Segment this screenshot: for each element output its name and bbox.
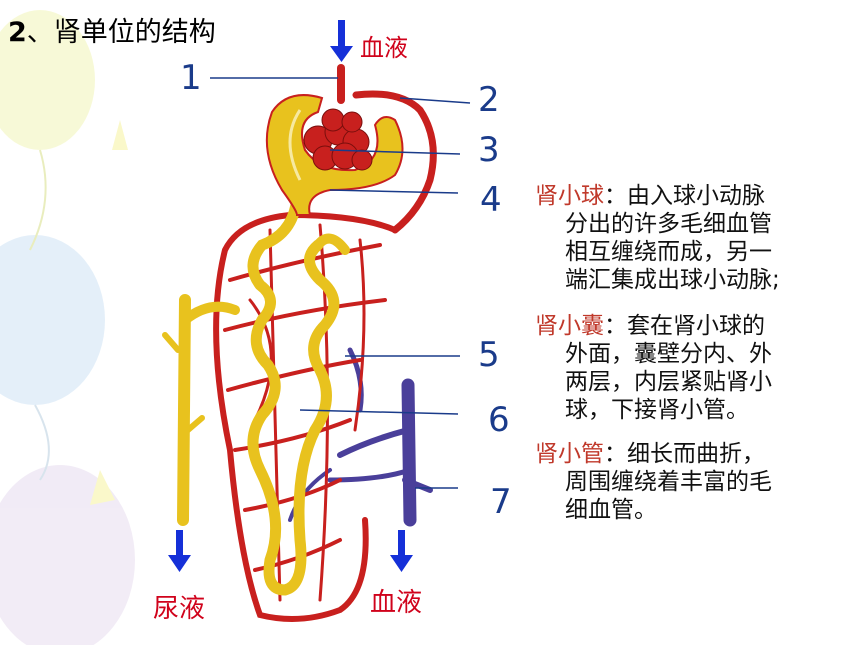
- callout-5: 5: [478, 335, 500, 375]
- blood-in-label: 血液: [360, 34, 408, 62]
- desc-line: 端汇集成出球小动脉;: [565, 267, 780, 293]
- title-text: 、肾单位的结构: [26, 17, 216, 48]
- desc-line: 两层，内层紧贴肾小: [565, 369, 772, 395]
- glomerulus: [303, 108, 373, 171]
- desc-line: 相互缠绕而成，另一: [565, 239, 772, 265]
- desc-line: ：由入球小动脉: [604, 183, 765, 209]
- balloon-decoration: [0, 10, 135, 645]
- callout-4: 4: [480, 180, 502, 220]
- capsule-description: 肾小囊：套在肾小球的 外面，囊壁分内、外 两层，内层紧贴肾小 球，下接肾小管。: [535, 312, 772, 424]
- glomerulus-description: 肾小球：由入球小动脉 分出的许多毛细血管 相互缠绕而成，另一 端汇集成出球小动脉…: [535, 182, 780, 294]
- blood-out-label: 血液: [370, 588, 423, 618]
- blood-out-arrow: [390, 530, 413, 572]
- tubule-term: 肾小管: [535, 441, 604, 467]
- desc-line: 外面，囊壁分内、外: [565, 341, 772, 367]
- callout-2: 2: [478, 80, 500, 120]
- urine-label: 尿液: [153, 594, 206, 624]
- blood-in-arrow: [330, 20, 353, 62]
- desc-line: 细血管。: [565, 497, 657, 523]
- urine-arrow: [168, 530, 191, 572]
- callout-3: 3: [478, 130, 500, 170]
- callout-1: 1: [180, 58, 202, 98]
- desc-line: ：细长而曲折，: [604, 441, 765, 467]
- callout-7: 7: [490, 482, 512, 522]
- desc-line: 周围缠绕着丰富的毛: [565, 469, 772, 495]
- tubule-description: 肾小管：细长而曲折， 周围缠绕着丰富的毛 细血管。: [535, 440, 772, 524]
- title-number: 2: [8, 17, 27, 48]
- glomerulus-term: 肾小球: [535, 183, 604, 209]
- renal-tubule: [162, 199, 350, 596]
- desc-line: ：套在肾小球的: [604, 313, 765, 339]
- callout-6: 6: [488, 400, 510, 440]
- page-title: 2、肾单位的结构: [8, 10, 216, 49]
- desc-line: 球，下接肾小管。: [565, 397, 749, 423]
- leader-lines: [210, 77, 471, 489]
- capsule-term: 肾小囊: [535, 313, 604, 339]
- bowmans-capsule: [265, 94, 404, 216]
- desc-line: 分出的许多毛细血管: [565, 211, 772, 237]
